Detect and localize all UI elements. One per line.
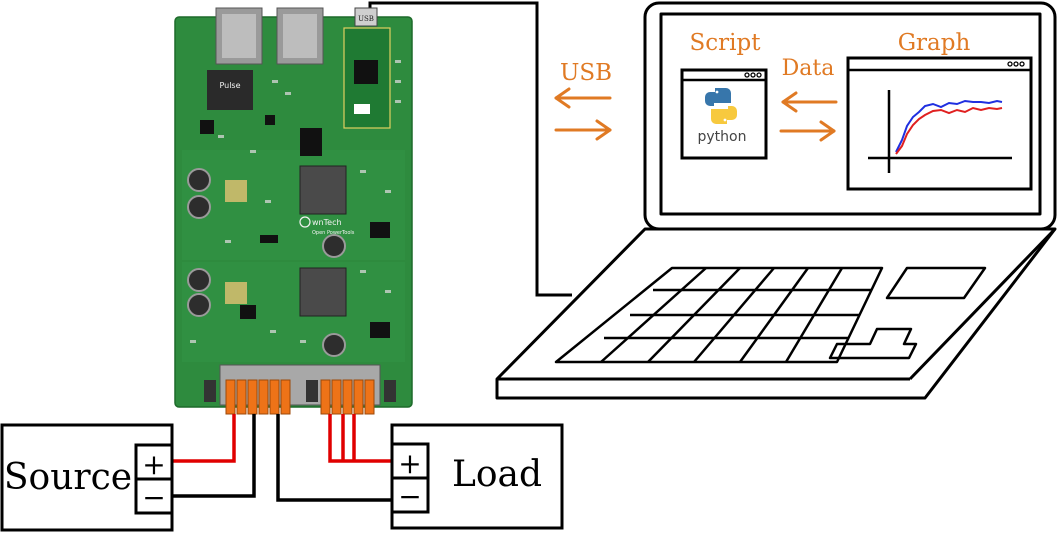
pcb-board: USB Pulse w [174, 7, 413, 415]
usb-cable [368, 1, 572, 297]
script-label: Script [690, 30, 762, 56]
load-minus-terminal: − [398, 480, 421, 513]
svg-text:Pulse: Pulse [219, 81, 240, 90]
graph-series-blue [895, 99, 1003, 153]
terminal-clamps [225, 379, 375, 415]
load-label: Load [452, 454, 542, 495]
wire-load-positive [328, 414, 392, 463]
load-plus-terminal: + [398, 447, 421, 480]
arrow-left-icon [781, 91, 838, 113]
board-brand-sub: Open PowerTools [312, 230, 355, 236]
window-dots-icon [1007, 61, 1025, 67]
graph-label: Graph [898, 30, 971, 56]
laptop-keyboard [554, 266, 884, 364]
usb-tag: USB [358, 15, 374, 23]
arrow-right-icon [779, 120, 836, 142]
window-dots-icon [744, 72, 762, 78]
source-box: Source + − [0, 423, 174, 532]
laptop-touchpad [885, 266, 987, 300]
wire-load-negative [276, 414, 392, 502]
arrow-left-icon [554, 87, 612, 109]
source-plus-terminal: + [142, 448, 165, 481]
script-window: python [680, 68, 768, 160]
source-minus-terminal: − [142, 481, 165, 514]
board-brand: wnTech [312, 218, 342, 227]
inductor-1 [299, 165, 347, 215]
usb-label: USB [560, 60, 612, 86]
wire-source-positive [172, 414, 236, 463]
graph-window [846, 56, 1033, 191]
python-wordmark: python [698, 129, 747, 145]
wire-source-negative [172, 414, 256, 498]
source-label: Source [4, 457, 132, 498]
laptop-arrow-keys [828, 327, 918, 360]
brand-logo-icon [299, 216, 311, 228]
inductor-2 [299, 267, 347, 317]
data-label: Data [782, 56, 835, 81]
arrow-right-icon [554, 119, 612, 141]
usb-connector [354, 7, 378, 27]
pulse-chip [207, 70, 253, 110]
load-box: + − Load [390, 423, 564, 530]
graph-series-red [895, 106, 1003, 155]
python-logo-icon [705, 88, 737, 124]
